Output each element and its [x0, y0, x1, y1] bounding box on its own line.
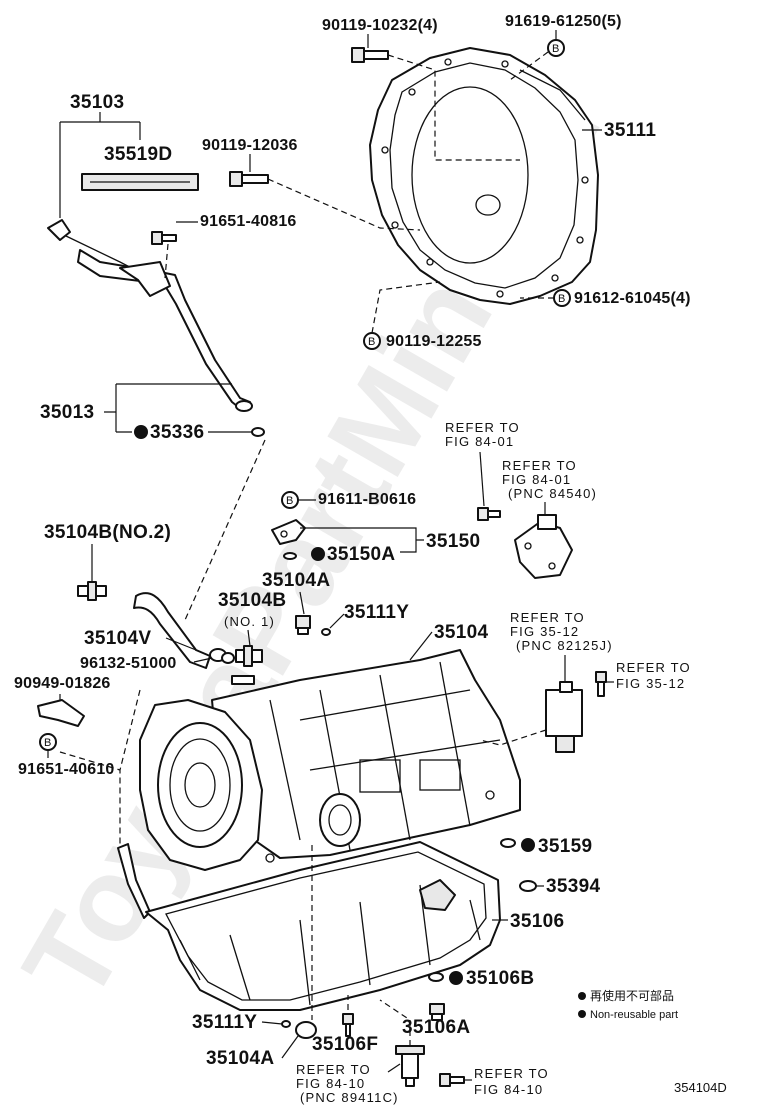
- label-91612-61045[interactable]: 91612-61045(4): [574, 290, 691, 307]
- bellhousing-35111[interactable]: [369, 47, 599, 305]
- label-35111[interactable]: 35111: [604, 120, 656, 141]
- label-35104b-no1: (NO. 1): [224, 614, 275, 629]
- label-35106[interactable]: 35106: [510, 911, 564, 932]
- label-90949-01826[interactable]: 90949-01826: [14, 675, 111, 692]
- label-35103[interactable]: 35103: [70, 92, 124, 113]
- non-reusable-dot-35106b: [449, 971, 463, 985]
- refer-5-line2[interactable]: FIG 84-10: [296, 1076, 365, 1091]
- refer-4-line1: REFER TO: [616, 660, 691, 675]
- label-35111y-top[interactable]: 35111Y: [344, 602, 409, 623]
- label-35013[interactable]: 35013: [40, 402, 94, 423]
- connector-35104b-no2[interactable]: [77, 581, 107, 601]
- non-reusable-dot-35159: [521, 838, 535, 852]
- circle-b-text-3: B: [368, 336, 376, 348]
- refer-3-line2[interactable]: FIG 35-12: [510, 624, 579, 639]
- label-35150a[interactable]: 35150A: [327, 544, 395, 565]
- label-90119-10232[interactable]: 90119-10232(4): [322, 17, 438, 34]
- connector-35104b-no1[interactable]: [231, 645, 263, 685]
- bolt-refer-84-10[interactable]: [439, 1073, 465, 1087]
- non-reusable-dot-35150a: [311, 547, 325, 561]
- solenoid-82125j[interactable]: [545, 681, 583, 753]
- label-35106f[interactable]: 35106F: [312, 1034, 378, 1055]
- circle-b-text-4: B: [286, 495, 294, 507]
- transmission-case-35104[interactable]: [139, 649, 521, 871]
- label-91619-61250[interactable]: 91619-61250(5): [505, 13, 622, 30]
- plug-35104a-bot[interactable]: [295, 1021, 317, 1039]
- label-35104b[interactable]: 35104B: [218, 590, 286, 611]
- drain-plug-35106a[interactable]: [429, 1003, 445, 1021]
- label-35150[interactable]: 35150: [426, 531, 480, 552]
- circle-b-text: B: [552, 43, 560, 55]
- refer-3-line3: (PNC 82125J): [516, 638, 613, 653]
- dipstick-tube-35013[interactable]: [77, 249, 253, 412]
- circle-b-text-5: B: [44, 737, 52, 749]
- legend-dot-1: [578, 992, 586, 1000]
- o-ring-35111y-top[interactable]: [321, 628, 331, 636]
- bolt-refer-84-01[interactable]: [477, 507, 501, 521]
- bolt-35106f[interactable]: [342, 1013, 354, 1037]
- legend-dot-2: [578, 1010, 586, 1018]
- label-90119-12255[interactable]: 90119-12255: [386, 333, 482, 350]
- label-35159[interactable]: 35159: [538, 836, 592, 857]
- refer-6-line2[interactable]: FIG 84-10: [474, 1082, 543, 1097]
- label-91651-40610[interactable]: 91651-40610: [18, 761, 115, 778]
- legend-en: Non-reusable part: [590, 1009, 678, 1021]
- label-35104v[interactable]: 35104V: [84, 628, 151, 649]
- non-reusable-dot-35336: [134, 425, 148, 439]
- clamp-96132-51000[interactable]: [209, 648, 235, 664]
- refer-5-line1: REFER TO: [296, 1062, 371, 1077]
- refer-1-line2[interactable]: FIG 84-01: [445, 434, 514, 449]
- label-35104a-bot[interactable]: 35104A: [206, 1048, 274, 1069]
- label-35519d[interactable]: 35519D: [104, 144, 172, 165]
- gasket-35106b[interactable]: [428, 972, 444, 982]
- label-96132-51000[interactable]: 96132-51000: [80, 655, 177, 672]
- label-90119-12036[interactable]: 90119-12036: [202, 137, 298, 154]
- label-35336[interactable]: 35336: [150, 422, 204, 443]
- label-35111y-bot[interactable]: 35111Y: [192, 1012, 257, 1033]
- label-91651-40816[interactable]: 91651-40816: [200, 213, 297, 230]
- bolt-91651-40816[interactable]: [151, 231, 177, 245]
- refer-1-line1: REFER TO: [445, 420, 520, 435]
- part-35150[interactable]: [271, 519, 306, 545]
- bolt-refer-35-12[interactable]: [595, 671, 607, 697]
- refer-2-line1: REFER TO: [502, 458, 577, 473]
- bolt-90119-12036[interactable]: [229, 171, 269, 187]
- label-35104b-no2[interactable]: 35104B(NO.2): [44, 522, 171, 543]
- refer-3-line1: REFER TO: [510, 610, 585, 625]
- o-ring-35150a[interactable]: [283, 552, 297, 560]
- refer-2-line2[interactable]: FIG 84-01: [502, 472, 571, 487]
- refer-2-line3: (PNC 84540): [508, 486, 597, 501]
- legend-zh: 再使用不可部品: [590, 988, 674, 1003]
- o-ring-35159[interactable]: [500, 838, 516, 848]
- o-ring-35111y-bot[interactable]: [281, 1020, 291, 1028]
- bolt-90119-10232[interactable]: [351, 47, 389, 63]
- o-ring-35336[interactable]: [251, 427, 265, 437]
- refer-6-line1: REFER TO: [474, 1066, 549, 1081]
- refer-5-line3: (PNC 89411C): [300, 1090, 399, 1105]
- magnet-35394[interactable]: [519, 880, 537, 892]
- circle-b-text-2: B: [558, 293, 566, 305]
- label-35104a-top[interactable]: 35104A: [262, 570, 330, 591]
- bracket-90949-01826[interactable]: [37, 699, 85, 727]
- hose-35104v[interactable]: [133, 592, 211, 669]
- label-35104[interactable]: 35104: [434, 622, 488, 643]
- label-91611-b0616[interactable]: 91611-B0616: [318, 491, 416, 508]
- sensor-89411c[interactable]: [395, 1045, 425, 1087]
- speed-sensor-84540[interactable]: [514, 514, 573, 579]
- label-35106a[interactable]: 35106A: [402, 1017, 470, 1038]
- refer-4-line2[interactable]: FIG 35-12: [616, 676, 685, 691]
- label-35394[interactable]: 35394: [546, 876, 600, 897]
- oil-pan-35106[interactable]: [145, 841, 501, 1011]
- label-35106b[interactable]: 35106B: [466, 968, 534, 989]
- figure-id: 354104D: [674, 1080, 727, 1095]
- plug-35104a-top[interactable]: [295, 615, 311, 635]
